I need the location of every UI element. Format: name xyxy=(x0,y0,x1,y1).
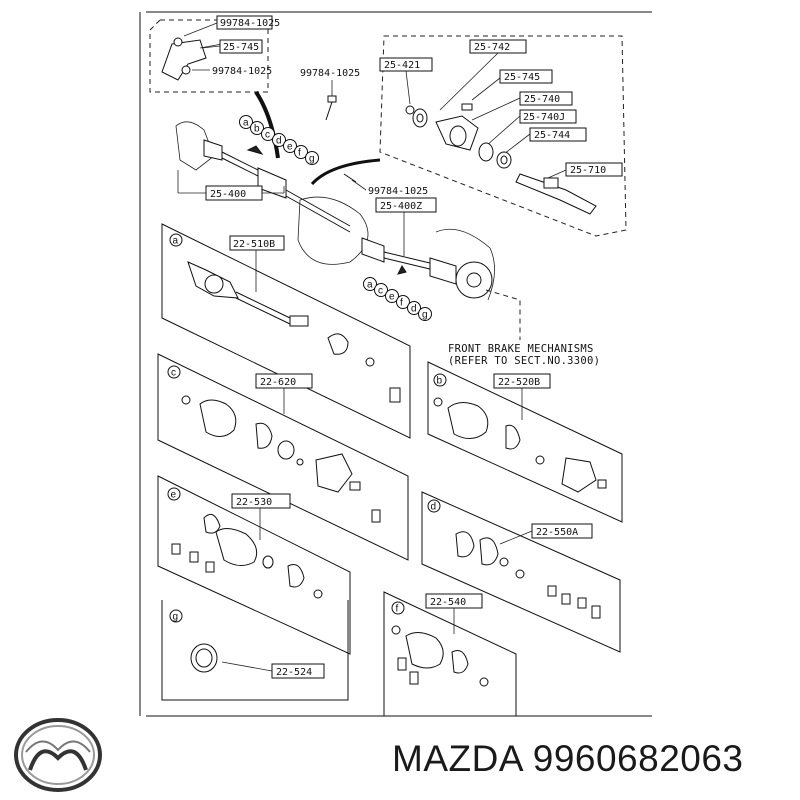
callout-circle xyxy=(418,307,432,321)
svg-text:22-550A: 22-550A xyxy=(536,527,578,538)
svg-text:22-620: 22-620 xyxy=(260,377,296,388)
svg-text:25-400: 25-400 xyxy=(210,189,246,200)
label-25-400: 25-400 xyxy=(205,185,263,201)
callout-letter: d xyxy=(411,304,417,315)
panel-22-540: f 22-540 xyxy=(383,591,517,717)
callout-circle xyxy=(363,277,377,291)
svg-text:22-540: 22-540 xyxy=(430,597,466,608)
svg-text:25-421: 25-421 xyxy=(384,60,420,71)
label-25-740: 25-740 xyxy=(519,91,573,106)
callout-letter: a xyxy=(243,118,249,129)
note-line-2: (REFER TO SECT.NO.3300) xyxy=(448,355,600,367)
svg-text:22-530: 22-530 xyxy=(236,497,272,508)
label-25-742: 25-742 xyxy=(469,39,527,54)
note-line-1: FRONT BRAKE MECHANISMS xyxy=(448,343,594,355)
callout-letter: c xyxy=(378,286,383,297)
bolt-drawing-middle xyxy=(343,173,357,183)
callout-letter: e xyxy=(389,292,395,303)
panel-22-530: e 22-530 xyxy=(157,475,381,655)
brand-part-number: MAZDA 9960682063 xyxy=(392,738,744,779)
callout-circle xyxy=(283,139,297,153)
svg-text:25-742: 25-742 xyxy=(474,42,510,53)
bolt-drawing-top xyxy=(325,95,337,121)
label-25-745-b: 25-745 xyxy=(499,69,553,84)
bearing-parts-drawing xyxy=(405,103,597,215)
svg-text:25-710: 25-710 xyxy=(570,165,606,176)
svg-text:22-520B: 22-520B xyxy=(498,377,540,388)
svg-text:25-740: 25-740 xyxy=(524,94,560,105)
callout-circle xyxy=(294,145,308,159)
svg-text:25-745: 25-745 xyxy=(504,72,540,83)
callout-circle xyxy=(374,283,388,297)
arrow-middle xyxy=(397,265,407,275)
panel-22-510b: a 22-510B xyxy=(161,223,411,439)
arrow-top xyxy=(246,145,264,155)
callout-circle xyxy=(272,133,286,147)
label-25-710: 25-710 xyxy=(565,162,623,177)
svg-text:25-740J: 25-740J xyxy=(523,112,565,123)
label-99784-c: 99784-1025 xyxy=(300,68,360,79)
label-99784-b: 99784-1025 xyxy=(212,66,272,77)
panel-22-524: g 22-524 xyxy=(161,600,349,701)
svg-text:g: g xyxy=(173,612,179,623)
callout-circle xyxy=(261,127,275,141)
mazda-logo-icon xyxy=(14,718,102,792)
svg-text:25-745: 25-745 xyxy=(223,42,259,53)
callout-circle xyxy=(250,121,264,135)
callout-circle xyxy=(305,151,319,165)
label-99784-a: 99784-1025 xyxy=(216,15,280,30)
svg-text:f: f xyxy=(396,604,399,615)
callout-letter: g xyxy=(309,154,315,165)
brake-dashed-line xyxy=(485,289,521,340)
bracket-assembly-drawing xyxy=(161,37,223,81)
callout-letter: f xyxy=(400,298,403,309)
label-25-745-a: 25-745 xyxy=(219,39,263,54)
label-25-744: 25-744 xyxy=(529,127,587,142)
svg-text:b: b xyxy=(437,376,443,387)
label-25-400z: 25-400Z xyxy=(375,197,437,213)
callout-letter: d xyxy=(276,136,282,147)
callout-letter: c xyxy=(265,130,270,141)
label-25-421: 25-421 xyxy=(379,57,433,72)
svg-text:22-510B: 22-510B xyxy=(233,239,275,250)
svg-text:22-524: 22-524 xyxy=(276,667,312,678)
label-99784-d: 99784-1025 xyxy=(368,186,428,197)
curved-line-top xyxy=(254,90,280,159)
callout-letter: e xyxy=(287,142,293,153)
panel-22-520b: b 22-520B xyxy=(427,361,623,523)
panel-22-620: c 22-620 xyxy=(157,353,409,561)
callout-circle xyxy=(385,289,399,303)
callout-letter: a xyxy=(367,280,373,291)
panel-22-550a: d 22-550A xyxy=(421,491,621,653)
svg-text:a: a xyxy=(173,236,179,247)
svg-text:c: c xyxy=(171,368,176,379)
svg-text:d: d xyxy=(431,502,437,513)
callout-letter: g xyxy=(422,310,428,321)
curved-line-middle xyxy=(310,158,381,186)
label-25-740j: 25-740J xyxy=(519,109,577,124)
callout-letter: f xyxy=(298,148,301,159)
callout-circle xyxy=(239,115,253,129)
svg-text:99784-1025: 99784-1025 xyxy=(220,18,280,29)
callout-circle xyxy=(407,301,421,315)
callout-circle xyxy=(396,295,410,309)
svg-text:e: e xyxy=(171,490,177,501)
svg-text:25-744: 25-744 xyxy=(534,130,570,141)
main-driveshaft-drawing xyxy=(175,121,495,301)
inset-bearing-dashed-box xyxy=(379,35,627,237)
callout-letter: b xyxy=(254,124,260,135)
svg-text:25-400Z: 25-400Z xyxy=(380,201,422,212)
